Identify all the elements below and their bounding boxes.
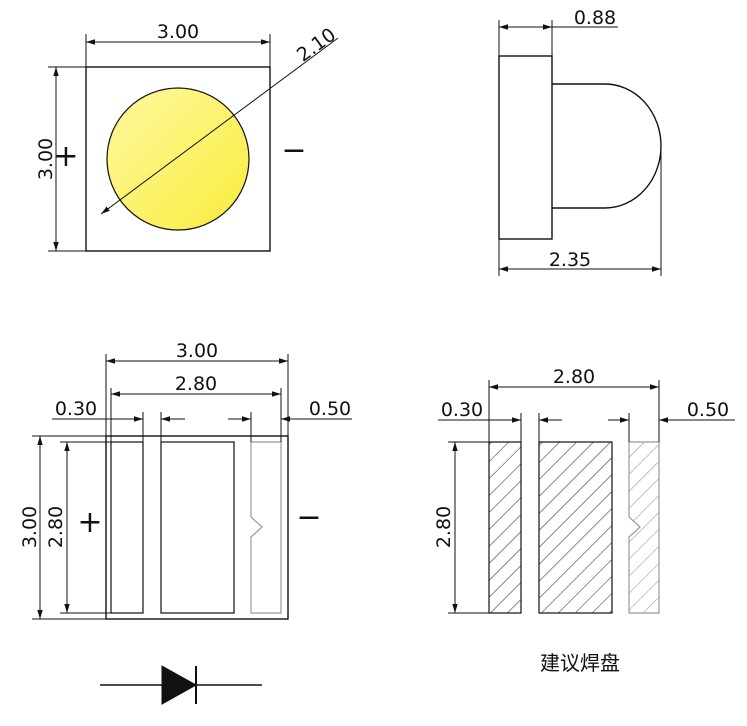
bottom-dimension-label: 2.35 xyxy=(549,249,591,271)
lens-circle xyxy=(106,87,250,231)
top-dimension-label: 0.88 xyxy=(574,7,616,29)
pad-center-hatched xyxy=(538,441,613,614)
bottom-view: 3.00 2.80 0.30 0.50 3.00 2.80 + − xyxy=(19,340,352,620)
left-gap-label: 0.30 xyxy=(55,398,97,420)
right-gap-label: 0.50 xyxy=(309,398,351,420)
pad-height-label: 2.80 xyxy=(433,506,455,548)
pad-left-gap-label: 0.30 xyxy=(441,399,483,421)
width-dimension-label: 3.00 xyxy=(157,21,199,43)
lens-diameter-label: 2.10 xyxy=(293,24,340,67)
pad-left-hatched xyxy=(488,441,522,614)
side-body xyxy=(498,55,553,240)
minus-sign-bottom: − xyxy=(296,500,321,535)
package-outline xyxy=(85,66,271,252)
top-view: 3.00 3.00 2.10 + − xyxy=(35,21,340,252)
pad-caption: 建议焊盘 xyxy=(540,651,620,675)
bottom-outline xyxy=(105,435,289,620)
diode-symbol xyxy=(100,665,262,705)
height-dimension-label: 3.00 xyxy=(35,138,57,180)
plus-sign-bottom: + xyxy=(77,505,102,540)
lens-diameter-leader xyxy=(100,37,339,215)
total-width-label: 3.00 xyxy=(176,340,218,362)
left-pad xyxy=(110,441,144,614)
total-height-label: 3.00 xyxy=(19,506,41,548)
right-pad xyxy=(250,441,282,614)
side-view: 0.88 2.35 xyxy=(498,7,662,276)
recommended-pad-layout: 2.80 0.30 0.50 2.80 建议焊盘 xyxy=(433,366,735,675)
inner-width-label: 2.80 xyxy=(175,373,217,395)
side-dome xyxy=(552,83,662,209)
center-pad xyxy=(160,441,235,614)
pad-width-label: 2.80 xyxy=(553,366,595,388)
pad-right-gap-label: 0.50 xyxy=(687,399,729,421)
pad-right-hatched xyxy=(628,441,660,614)
inner-height-label: 2.80 xyxy=(45,506,67,548)
minus-sign: − xyxy=(281,133,306,168)
plus-sign: + xyxy=(53,139,78,174)
